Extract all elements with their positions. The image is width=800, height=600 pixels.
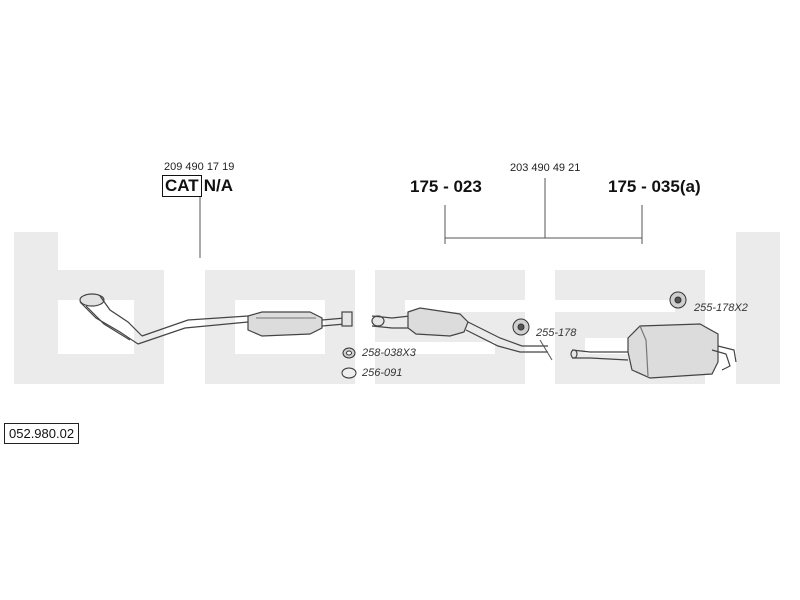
leader-lines — [199, 178, 643, 258]
ring-label: 256-091 — [362, 367, 403, 379]
sealing-ring-icon — [341, 367, 357, 379]
middle-silencer — [371, 307, 548, 353]
brand-watermark — [14, 232, 780, 384]
cat-label: CAT — [162, 175, 202, 197]
clamp-label: 258-038X3 — [362, 347, 416, 359]
part-175-035: 175 - 035(a) — [608, 177, 701, 196]
catalytic-converter — [247, 311, 353, 337]
cat-part-number: 209 490 17 19 — [164, 161, 235, 173]
mount-label: 255-178 — [536, 327, 577, 339]
part-175-023: 175 - 023 — [410, 177, 482, 196]
cat-label-group: CAT N/A — [162, 175, 233, 197]
front-pipe — [79, 293, 249, 345]
group-part-number: 203 490 49 21 — [510, 162, 581, 174]
mount-leader — [539, 339, 553, 361]
mount-x2-label: 255-178X2 — [694, 302, 748, 314]
rear-silencer — [570, 323, 737, 379]
rubber-mount-icon — [669, 291, 687, 309]
diagram-number: 052.980.02 — [4, 423, 80, 444]
rubber-mount-icon — [512, 318, 530, 336]
cat-na-label: N/A — [203, 176, 233, 195]
exhaust-clamp-icon — [342, 347, 356, 359]
